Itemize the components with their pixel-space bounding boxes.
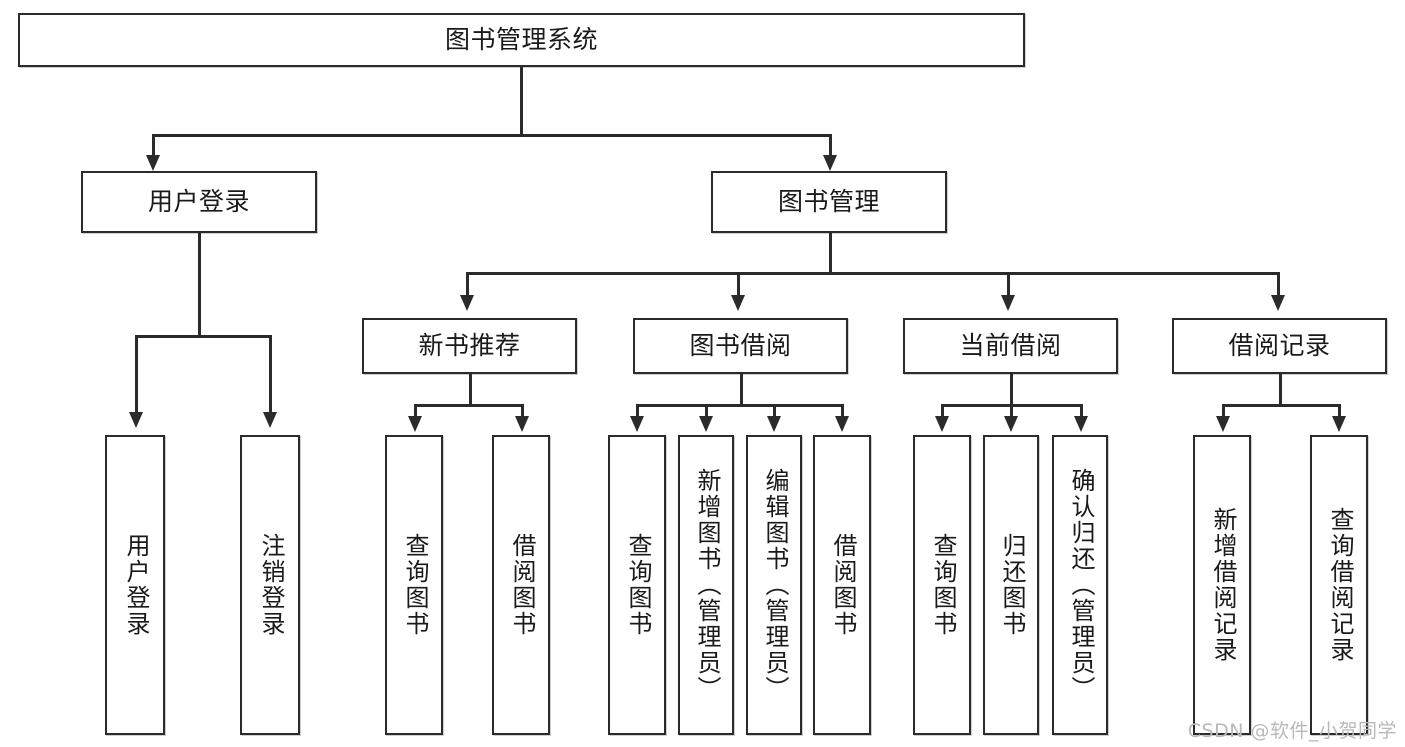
edge-user-login-stem [198, 233, 201, 335]
edge-new-book-drop-2 [521, 404, 524, 419]
edge-book-mgmt-drop-3 [1007, 272, 1010, 298]
leaf-edit-book-admin[interactable]: 编辑图书（管理员） [746, 435, 802, 735]
leaf-query-book-current[interactable]: 查询图书 [913, 435, 971, 735]
leaf-logout[interactable]: 注销登录 [240, 435, 300, 735]
arrow-to-leaf-query-book-1 [408, 416, 422, 432]
edge-root-stem [520, 67, 523, 134]
arrow-to-current-borrow [1001, 295, 1015, 311]
edge-book-borrow-stem [740, 374, 743, 404]
arrow-to-borrow-record [1271, 295, 1285, 311]
node-user-login[interactable]: 用户登录 [81, 171, 317, 233]
leaf-confirm-return-admin[interactable]: 确认归还（管理员） [1052, 435, 1108, 735]
edge-current-borrow-drop-2 [1010, 404, 1013, 419]
edge-current-borrow-stem [1010, 374, 1013, 404]
leaf-add-borrow-record[interactable]: 新增借阅记录 [1193, 435, 1251, 735]
edge-current-borrow-drop-3 [1080, 404, 1083, 419]
arrow-root-to-user-login [146, 155, 160, 171]
node-root-system[interactable]: 图书管理系统 [18, 13, 1025, 67]
arrow-to-leaf-add-book [699, 416, 713, 432]
csdn-watermark: CSDN @软件_小贺同学 [1187, 720, 1397, 742]
edge-book-borrow-drop-2 [705, 404, 708, 419]
arrow-to-new-book [460, 295, 474, 311]
edge-book-mgmt-stem [829, 233, 832, 272]
arrow-to-leaf-borrow-book-2 [835, 416, 849, 432]
node-label: 查询图书 [928, 533, 957, 637]
edge-root-bus [152, 134, 832, 137]
arrow-root-to-book-mgmt [823, 155, 837, 171]
arrow-to-leaf-return-book [1004, 416, 1018, 432]
arrow-to-leaf-query-book-2 [630, 416, 644, 432]
leaf-query-borrow-record[interactable]: 查询借阅记录 [1310, 435, 1368, 735]
leaf-add-book-admin[interactable]: 新增图书（管理员） [678, 435, 734, 735]
arrow-to-leaf-query-record [1332, 416, 1346, 432]
edge-book-borrow-bus [636, 404, 844, 407]
node-label: 借阅图书 [828, 533, 857, 637]
edge-user-login-bus [135, 335, 271, 338]
node-label: 图书管理系统 [444, 25, 598, 55]
node-book-management[interactable]: 图书管理 [711, 171, 947, 233]
arrow-to-book-borrow [731, 295, 745, 311]
node-label: 注销登录 [256, 533, 285, 637]
edge-new-book-drop-1 [414, 404, 417, 419]
edge-new-book-bus [414, 404, 524, 407]
edge-book-mgmt-drop-4 [1277, 272, 1280, 298]
node-label: 查询借阅记录 [1325, 507, 1354, 663]
edge-borrow-record-drop-2 [1338, 404, 1341, 419]
arrow-to-leaf-query-book-3 [935, 416, 949, 432]
edge-new-book-stem [469, 374, 472, 404]
node-label: 查询图书 [400, 533, 429, 637]
node-label: 新书推荐 [418, 331, 521, 361]
leaf-query-book-new[interactable]: 查询图书 [385, 435, 443, 735]
edge-book-borrow-drop-1 [636, 404, 639, 419]
node-label: 编辑图书（管理员） [760, 468, 789, 702]
edge-book-mgmt-drop-1 [466, 272, 469, 298]
arrow-to-leaf-edit-book [767, 416, 781, 432]
node-label: 借阅图书 [507, 533, 536, 637]
edge-book-borrow-drop-3 [773, 404, 776, 419]
node-new-book-recommend[interactable]: 新书推荐 [362, 318, 577, 374]
node-label: 用户登录 [147, 187, 250, 217]
node-label: 确认归还（管理员） [1066, 468, 1095, 702]
edge-book-mgmt-bus [466, 272, 1280, 275]
arrow-to-leaf-user-login [129, 412, 143, 428]
arrow-to-leaf-borrow-book-1 [515, 416, 529, 432]
node-book-borrow[interactable]: 图书借阅 [633, 318, 848, 374]
leaf-query-book-borrow[interactable]: 查询图书 [608, 435, 666, 735]
edge-book-borrow-drop-4 [841, 404, 844, 419]
arrow-to-leaf-logout [263, 412, 277, 428]
edge-root-drop-user [152, 134, 155, 159]
node-current-borrow[interactable]: 当前借阅 [903, 318, 1118, 374]
edge-user-login-drop-2 [269, 335, 272, 415]
edge-root-drop-book [829, 134, 832, 159]
edge-borrow-record-drop-1 [1222, 404, 1225, 419]
edge-borrow-record-bus [1222, 404, 1340, 407]
node-label: 新增图书（管理员） [692, 468, 721, 702]
leaf-return-book[interactable]: 归还图书 [983, 435, 1039, 735]
edge-book-mgmt-drop-2 [737, 272, 740, 298]
edge-borrow-record-stem [1279, 374, 1282, 404]
arrow-to-leaf-confirm-return [1074, 416, 1088, 432]
node-label: 图书管理 [777, 187, 880, 217]
node-label: 新增借阅记录 [1208, 507, 1237, 663]
node-label: 借阅记录 [1228, 331, 1331, 361]
arrow-to-leaf-add-record [1216, 416, 1230, 432]
node-label: 归还图书 [997, 533, 1026, 637]
node-borrow-record[interactable]: 借阅记录 [1172, 318, 1387, 374]
edge-current-borrow-drop-1 [941, 404, 944, 419]
leaf-user-login[interactable]: 用户登录 [105, 435, 165, 735]
leaf-borrow-book-new[interactable]: 借阅图书 [492, 435, 550, 735]
node-label: 查询图书 [623, 533, 652, 637]
node-label: 用户登录 [121, 533, 150, 637]
leaf-borrow-book[interactable]: 借阅图书 [813, 435, 871, 735]
node-label: 图书借阅 [689, 331, 792, 361]
node-label: 当前借阅 [959, 331, 1062, 361]
edge-user-login-drop-1 [135, 335, 138, 415]
